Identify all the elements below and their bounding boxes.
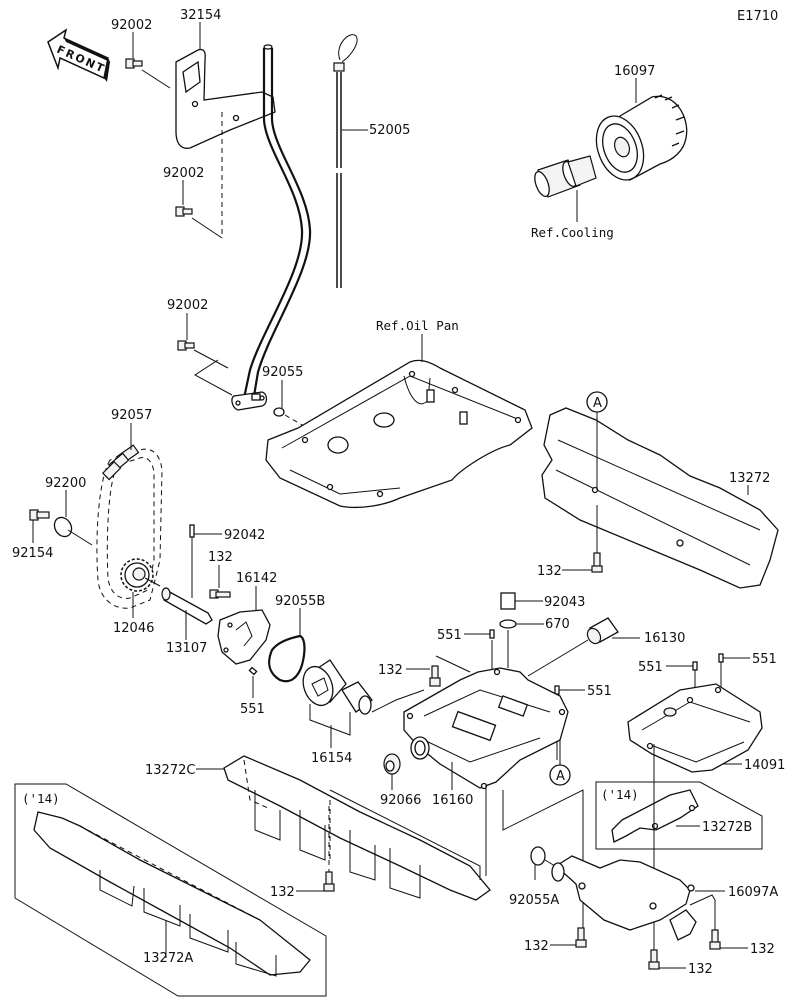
plug-92043 xyxy=(500,592,516,610)
pump-body-16160 xyxy=(403,667,569,790)
label-551-d: 551 xyxy=(752,652,777,667)
bolt-132-body xyxy=(429,665,441,687)
oil-pan xyxy=(265,359,533,509)
bolt-132-baffle xyxy=(591,552,603,573)
rotor-16154 xyxy=(302,659,373,715)
label-13107: 13107 xyxy=(166,641,207,656)
label-132-lower: 132 xyxy=(270,885,295,900)
label-16142: 16142 xyxy=(236,571,277,586)
bolt-132-cover-left xyxy=(575,927,587,948)
cover-14091 xyxy=(627,683,763,773)
chain-92057 xyxy=(96,444,163,609)
oring-670 xyxy=(499,619,517,629)
year-box-left-label: ('14) xyxy=(22,791,60,806)
label-92042: 92042 xyxy=(224,528,265,543)
label-551-pump: 551 xyxy=(240,702,265,717)
pin-551-b xyxy=(554,685,560,695)
ref-oil-pan-label: Ref.Oil Pan xyxy=(376,318,459,333)
pin-551-a xyxy=(489,629,495,639)
figure-code: E1710 xyxy=(737,9,778,24)
oil-filter-16097 xyxy=(595,94,688,182)
label-670: 670 xyxy=(545,617,570,632)
bracket-32154 xyxy=(175,48,276,149)
bolt-92002-mid xyxy=(175,206,193,217)
label-551-b: 551 xyxy=(587,684,612,699)
bolt-92002-low xyxy=(177,340,195,351)
label-92002-low: 92002 xyxy=(167,298,208,313)
bolt-132-cover-mid xyxy=(648,949,660,970)
pin-551-c xyxy=(692,661,698,671)
label-13272: 13272 xyxy=(729,471,770,486)
label-92200: 92200 xyxy=(45,476,86,491)
marker-a-lower-text: A xyxy=(556,769,565,784)
oring-92055A xyxy=(530,846,546,866)
ref-cooling-label: Ref.Cooling xyxy=(531,225,614,240)
label-551-c: 551 xyxy=(638,660,663,675)
bolt-132-cover-right xyxy=(709,929,721,950)
label-92043: 92043 xyxy=(544,595,585,610)
label-52005: 52005 xyxy=(369,123,410,138)
bolt-132-lower xyxy=(323,871,335,892)
gasket-92055B xyxy=(268,634,306,683)
label-92057: 92057 xyxy=(111,408,152,423)
shaft-13107 xyxy=(161,587,213,625)
baffle-13272A xyxy=(33,811,311,977)
label-92066: 92066 xyxy=(380,793,421,808)
strainer-16097A xyxy=(551,855,697,941)
label-92055A: 92055A xyxy=(509,893,559,908)
label-92002-mid: 92002 xyxy=(163,166,204,181)
year-box-left xyxy=(14,783,327,997)
year-box-right-label: ('14) xyxy=(601,787,639,802)
label-16097A: 16097A xyxy=(728,885,778,900)
bolt-92002-top xyxy=(125,58,143,69)
bolt-92154 xyxy=(29,509,50,521)
label-13272B: 13272B xyxy=(702,820,752,835)
label-92002-top: 92002 xyxy=(111,18,152,33)
label-132-pump: 132 xyxy=(208,550,233,565)
label-16154: 16154 xyxy=(311,751,352,766)
label-12046: 12046 xyxy=(113,621,154,636)
label-132-cover-mid: 132 xyxy=(688,962,713,977)
label-14091: 14091 xyxy=(744,758,785,773)
label-132-baffle: 132 xyxy=(537,564,562,579)
label-551-a: 551 xyxy=(437,628,462,643)
plug-92066 xyxy=(383,753,401,775)
cooling-fitting xyxy=(534,155,597,198)
label-13272A: 13272A xyxy=(143,951,193,966)
pin-551-d xyxy=(718,653,724,663)
year-box-right xyxy=(595,781,763,850)
front-arrow-icon: FRONT xyxy=(47,28,110,82)
pin-551-pump xyxy=(248,666,258,676)
label-92055B: 92055B xyxy=(275,594,325,609)
label-16130: 16130 xyxy=(644,631,685,646)
baffle-13272C xyxy=(223,755,491,901)
label-132-cover-left: 132 xyxy=(524,939,549,954)
dipstick-52005 xyxy=(333,34,358,288)
relief-valve-16130 xyxy=(586,617,619,645)
label-32154: 32154 xyxy=(180,8,221,23)
label-92154: 92154 xyxy=(12,546,53,561)
marker-a-lower xyxy=(549,764,571,786)
oring-92055 xyxy=(273,407,285,417)
baffle-13272 xyxy=(541,407,779,589)
label-16097: 16097 xyxy=(614,64,655,79)
label-92055: 92055 xyxy=(262,365,303,380)
bolt-132-pump xyxy=(209,589,231,599)
dipstick-tube xyxy=(231,44,312,411)
marker-a-upper-text: A xyxy=(593,396,602,411)
label-16160: 16160 xyxy=(432,793,473,808)
label-13272C: 13272C xyxy=(145,763,195,778)
washer-92200 xyxy=(53,516,73,538)
sprocket-12046 xyxy=(120,558,154,592)
pin-92042 xyxy=(189,524,195,538)
pump-cover-16142 xyxy=(217,609,271,665)
label-132-body: 132 xyxy=(378,663,403,678)
label-132-cover-right: 132 xyxy=(750,942,775,957)
